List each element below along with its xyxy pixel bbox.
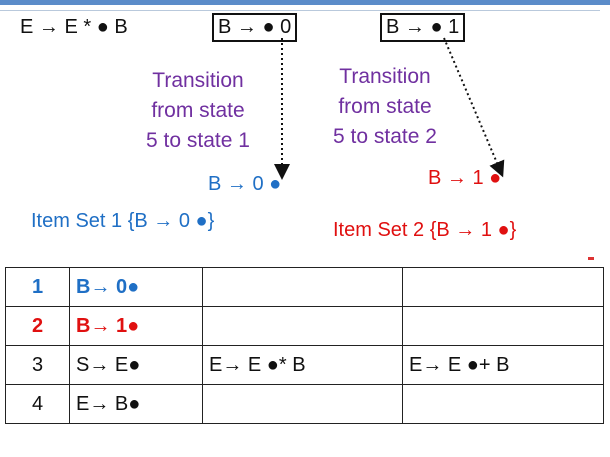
decorative-tick [588,257,594,260]
production-e-star-b: E → E * ● B [20,16,128,38]
production-b-dot-1: B → ● 1 [380,13,466,42]
production-b-dot-0: B → ● 0 [212,13,298,42]
table-cell [202,267,403,307]
transition-caption-state-1: Transition from state 5 to state 1 [146,69,250,152]
table-cell: B→ 1● [69,306,203,346]
result-b-0-dot: B → 0 ● [208,173,282,195]
item-set-2: Item Set 2 {B → 1 ●} [333,219,517,241]
row-number: 3 [5,345,70,385]
row-number: 1 [5,267,70,307]
table-row: 1 B→ 0● [5,267,604,307]
table-cell: E→ E ●* B [202,345,403,385]
table-cell [402,384,604,424]
table-cell: S→ E● [69,345,203,385]
transition-caption-state-2: Transition from state 5 to state 2 [333,65,437,148]
item-table: 1 B→ 0● 2 B→ 1● 3 S→ E● E→ E ●* B E→ E ●… [5,267,604,424]
top-accent-bar [0,0,610,5]
table-row: 2 B→ 1● [5,306,604,346]
arrow-to-state-2 [443,37,505,178]
table-cell: E→ B● [69,384,203,424]
result-b-1-dot: B → 1 ● [428,167,502,189]
table-cell [202,306,403,346]
table-cell [402,306,604,346]
transition-arrows [274,37,505,180]
item-set-1: Item Set 1 {B → 0 ●} [31,210,215,232]
table-cell: B→ 0● [69,267,203,307]
row-number: 2 [5,306,70,346]
table-cell [202,384,403,424]
table-cell [402,267,604,307]
table-cell: E→ E ●+ B [402,345,604,385]
row-number: 4 [5,384,70,424]
top-divider [0,10,600,11]
table-row: 4 E→ B● [5,384,604,424]
table-row: 3 S→ E● E→ E ●* B E→ E ●+ B [5,345,604,385]
